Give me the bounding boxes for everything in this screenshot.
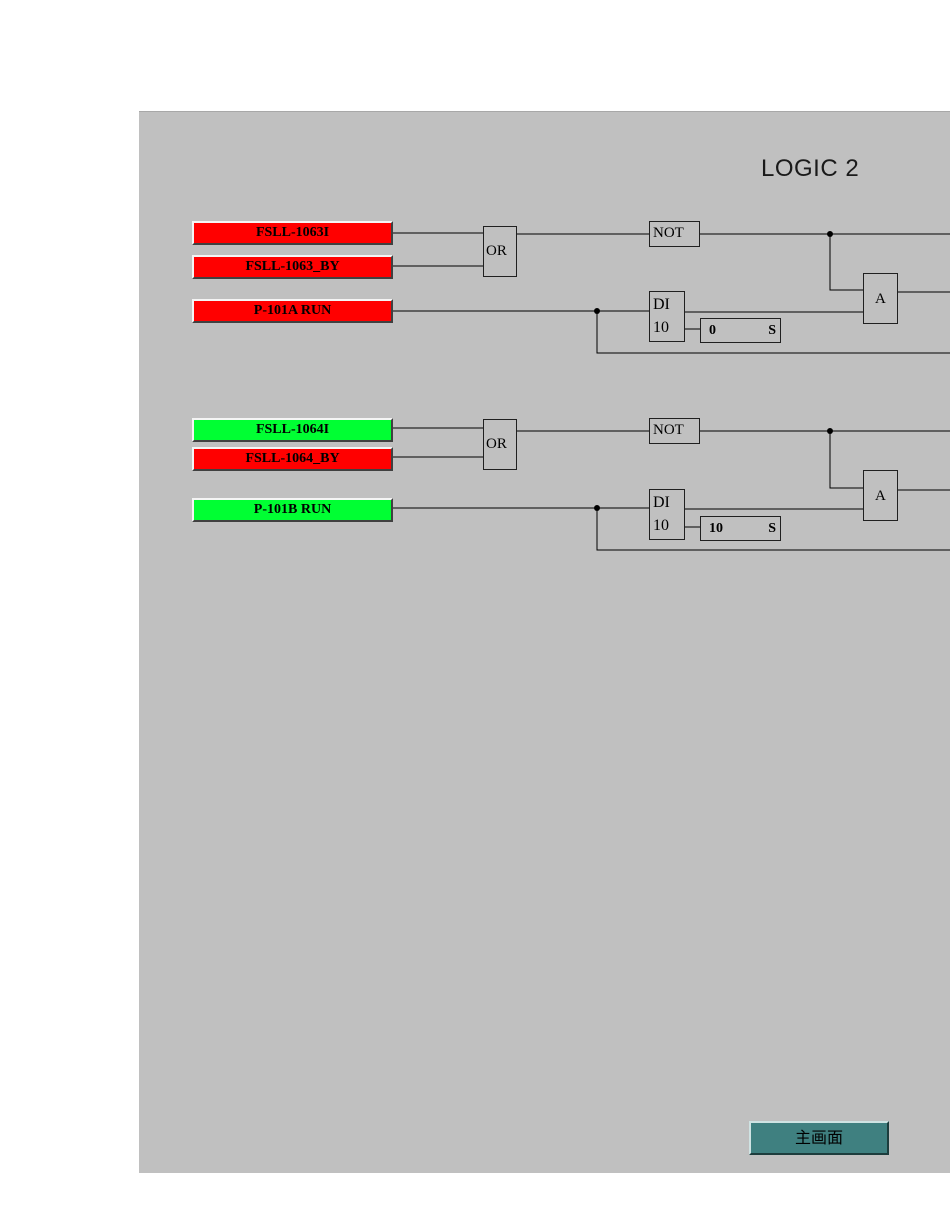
- timer-value: 10: [709, 521, 723, 536]
- tag-p-101b-run[interactable]: P-101B RUN: [192, 498, 393, 522]
- tag-fsll-1063i[interactable]: FSLL-1063I: [192, 221, 393, 245]
- logic-panel: [139, 111, 950, 1173]
- timer-unit: S: [768, 521, 776, 536]
- timer-value: 0: [709, 323, 716, 338]
- timer-value-field: 0 S: [700, 318, 781, 343]
- tag-fsll-1063-by[interactable]: FSLL-1063_BY: [192, 255, 393, 279]
- timer-value-field: 10 S: [700, 516, 781, 541]
- not-gate: NOT: [649, 418, 700, 444]
- main-screen-button[interactable]: 主画面: [749, 1121, 889, 1155]
- and-gate: A: [863, 273, 898, 324]
- and-gate: A: [863, 470, 898, 521]
- or-gate: OR: [483, 226, 517, 277]
- tag-p-101a-run[interactable]: P-101A RUN: [192, 299, 393, 323]
- tag-fsll-1064-by[interactable]: FSLL-1064_BY: [192, 447, 393, 471]
- delay-timer-block: DI 10: [649, 489, 685, 540]
- or-gate: OR: [483, 419, 517, 470]
- not-gate: NOT: [649, 221, 700, 247]
- page-title: LOGIC 2: [761, 155, 860, 182]
- timer-unit: S: [768, 323, 776, 338]
- tag-fsll-1064i[interactable]: FSLL-1064I: [192, 418, 393, 442]
- delay-timer-block: DI 10: [649, 291, 685, 342]
